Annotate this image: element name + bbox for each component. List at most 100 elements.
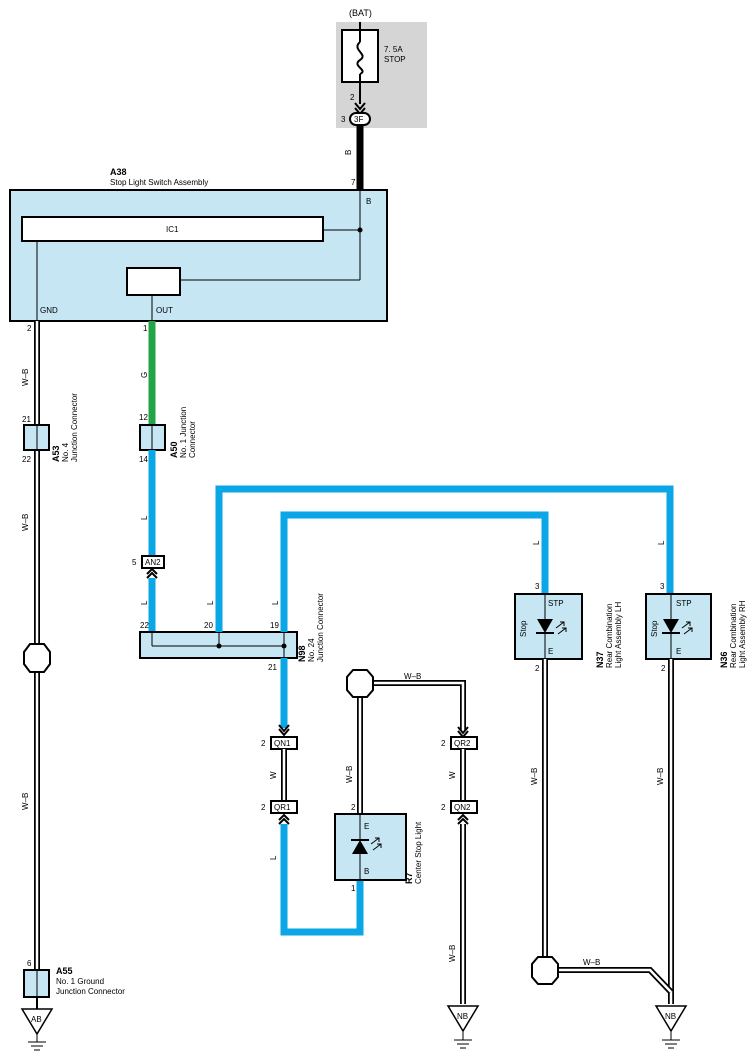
qr2-pin: 2 (441, 739, 446, 748)
connector-qn2-label: QN2 (454, 803, 471, 812)
n37-led-icon (537, 619, 553, 633)
r7-name: Center Stop Light (414, 821, 423, 884)
ground-nb-1-label: NB (457, 1012, 468, 1021)
wire-wb-label-8: W–B (656, 768, 665, 785)
a50-pin-14: 14 (139, 455, 148, 464)
a38-pin-7: 7 (351, 178, 356, 187)
ic1-label: IC1 (166, 225, 179, 234)
a55-pin: 6 (27, 959, 32, 968)
connector-qn2 (450, 800, 478, 814)
a55-line1: No. 1 Ground (56, 977, 104, 986)
a53-pin-21: 21 (22, 415, 31, 424)
ground-ab (20, 1008, 54, 1036)
wire-wb-label-5: W–B (345, 766, 354, 783)
ground-nb-2 (654, 1005, 688, 1033)
r7-b-label: B (364, 867, 369, 876)
wire-l-to-n36 (215, 485, 674, 632)
n36-pin-2: 2 (661, 664, 666, 673)
bat-label: (BAT) (349, 8, 372, 18)
wire-l-label-6: L (657, 540, 666, 545)
a38-switch-element (126, 267, 181, 296)
wire-l-label-3: L (206, 600, 215, 605)
a53-line1: No. 4 (61, 442, 70, 462)
n36-rear-combination-light-rh (645, 593, 712, 660)
wire-wb-label-4: W–B (404, 672, 421, 681)
qn2-pin: 2 (441, 803, 446, 812)
ground-ab-label: AB (31, 1015, 42, 1024)
fuse-link-icon (356, 41, 364, 75)
wire-wb-label-9: W–B (583, 958, 600, 967)
a38-pin-gnd: 2 (27, 324, 32, 333)
n36-line1: Rear Combination (729, 604, 738, 668)
n36-pin-3: 3 (660, 582, 665, 591)
wire-g-label: G (140, 372, 149, 378)
a38-code: A38 (110, 167, 127, 177)
a38-name: Stop Light Switch Assembly (110, 178, 208, 187)
n36-code: N36 (719, 651, 729, 668)
splice-point-center (346, 669, 374, 698)
a55-code: A55 (56, 966, 73, 976)
n37-code: N37 (595, 651, 605, 668)
a50-line2: Connector (188, 421, 197, 458)
an2-pin: 5 (132, 558, 137, 567)
wire-wb-label-1: W–B (21, 369, 30, 386)
r7-center-stop-light (334, 813, 407, 881)
a38-pin-out: 1 (143, 324, 148, 333)
n98-pin-19: 19 (270, 621, 279, 630)
n98-pin-21: 21 (268, 663, 277, 672)
n36-stop-label: Stop (650, 620, 659, 637)
a53-code: A53 (51, 445, 61, 462)
connector-qn1-label: QN1 (274, 739, 291, 748)
connector-qr2-label: QR2 (454, 739, 471, 748)
wire-b-label: B (344, 150, 353, 155)
a50-pin-12: 12 (139, 413, 148, 422)
terminal-chevron-icon (354, 102, 366, 111)
wire-l-label-5: L (532, 540, 541, 545)
a53-pin-22: 22 (22, 455, 31, 464)
r7-led-icon (352, 840, 368, 854)
wire-w-label-1: W (269, 771, 278, 779)
n37-stop-label: Stop (519, 620, 528, 637)
qn1-pin: 2 (261, 739, 266, 748)
wire-wb-label-7: W–B (530, 768, 539, 785)
wire-l-label-4: L (271, 600, 280, 605)
n98-line1: No. 24 (307, 638, 316, 662)
a53-line2: Junction Connector (70, 393, 79, 462)
qr1-pin: 2 (261, 803, 266, 812)
connector-qr1-label: QR1 (274, 803, 291, 812)
wire-l-label-2: L (140, 600, 149, 605)
wire-wb-r7-qr2 (357, 680, 466, 814)
a55-line2: Junction Connector (56, 987, 125, 996)
n37-pin-3: 3 (535, 582, 540, 591)
wire-w-label-2: W (448, 771, 457, 779)
ic1-box (21, 216, 324, 242)
splice-point-right (531, 956, 559, 985)
a38-pin-b: B (366, 197, 371, 206)
n98-line2: Junction Connector (316, 593, 325, 662)
a38-gnd-label: GND (40, 306, 58, 315)
r7-pin-1: 1 (351, 884, 356, 893)
wire-l-label-7: L (269, 855, 278, 860)
splice-point-left (23, 643, 51, 673)
a38-out-label: OUT (156, 306, 173, 315)
fuse-rating: 7. 5A (384, 45, 403, 54)
wire-wb-label-3: W–B (21, 793, 30, 810)
fuse-pin-2: 2 (350, 93, 355, 102)
a50-line1: No. 1 Junction (179, 407, 188, 458)
n36-line2: Light Assembly RH (738, 600, 747, 668)
a38-switch-assembly (9, 189, 388, 322)
r7-e-label: E (364, 822, 369, 831)
r7-code: R7 (404, 872, 414, 884)
n37-pin-2: 2 (535, 664, 540, 673)
wire-wb-label-6: W–B (448, 945, 457, 962)
connector-an2 (141, 555, 165, 569)
fuse-name: STOP (384, 55, 406, 64)
ground-nb-1 (446, 1005, 480, 1033)
wire-wb-label-2: W–B (21, 514, 30, 531)
a50-code: A50 (169, 441, 179, 458)
wire-l-to-n37 (280, 511, 549, 632)
n37-stp-label: STP (548, 599, 564, 608)
connector-3f-label: 3F (354, 115, 363, 124)
n98-pin-22: 22 (140, 621, 149, 630)
